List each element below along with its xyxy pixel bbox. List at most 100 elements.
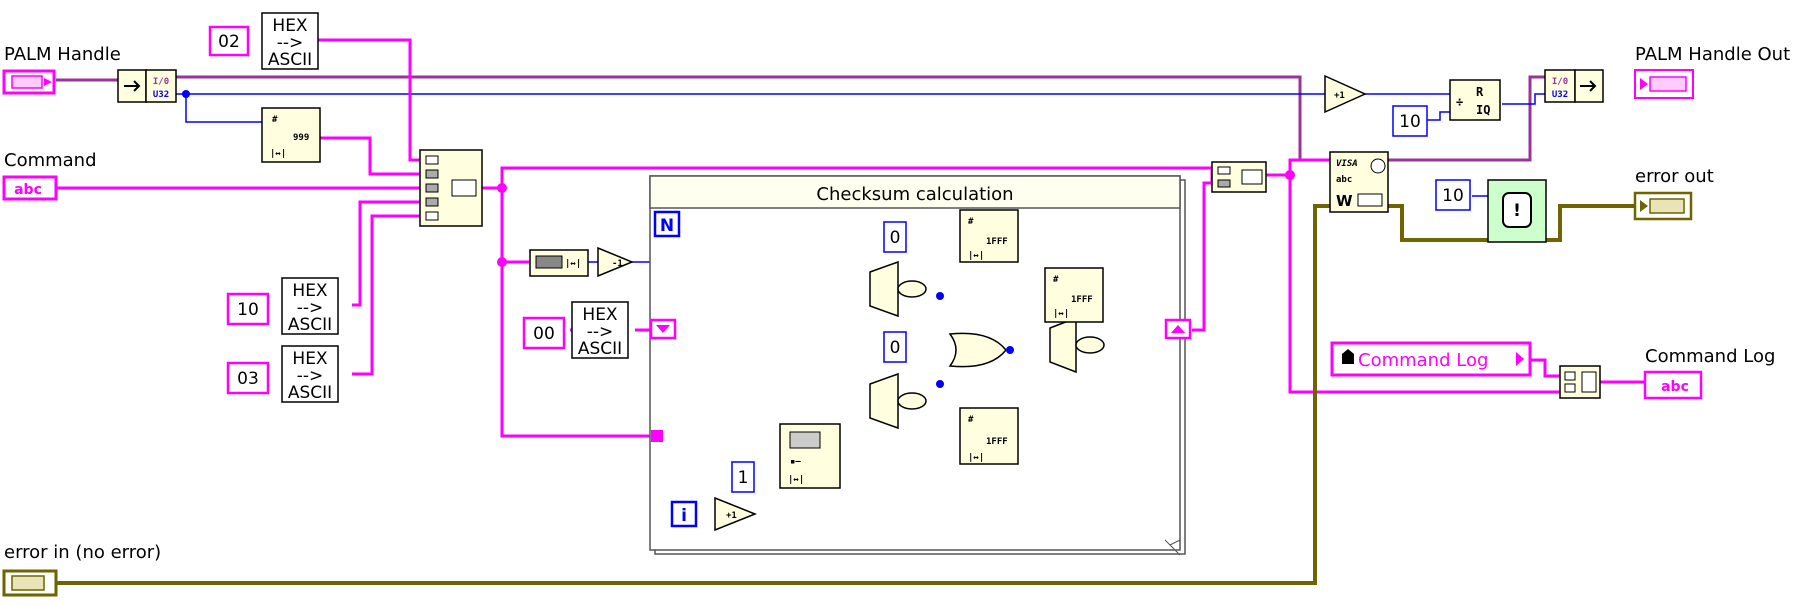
visa-write[interactable]: VISA abc W <box>1329 151 1389 213</box>
string-length[interactable]: |↔| <box>529 249 589 277</box>
svg-text:1FFF: 1FFF <box>1071 295 1093 305</box>
refnum-wire-top[interactable] <box>156 75 1330 162</box>
log-wire[interactable] <box>1288 175 1560 394</box>
handle-increment[interactable]: +1 <box>1324 74 1367 114</box>
log-node-wire[interactable] <box>1530 358 1560 378</box>
svg-text:HEX: HEX <box>272 16 308 36</box>
shift-register-left[interactable] <box>649 318 677 340</box>
concat-down-wire[interactable] <box>500 188 655 438</box>
svg-text:0: 0 <box>890 228 901 248</box>
checksum-for-loop[interactable]: Checksum calculation N i <box>649 175 1192 556</box>
hex-to-ascii-02[interactable]: HEX --> ASCII <box>261 12 319 70</box>
loop-tunnel[interactable] <box>651 430 663 442</box>
palm-handle-out-indicator[interactable]: PALM Handle Out <box>1634 44 1790 99</box>
format-1fff-bottom[interactable]: # 1FFF |↔| <box>959 407 1019 465</box>
error-mid-wire[interactable] <box>1388 204 1488 242</box>
svg-text:IQ: IQ <box>1476 103 1490 117</box>
error-out-wire[interactable] <box>1545 204 1635 242</box>
type-cast-bottom[interactable] <box>869 372 927 430</box>
concatenate-strings[interactable] <box>419 149 483 227</box>
command-log-indicator[interactable]: Command Log abc <box>1643 346 1775 400</box>
handle-property-node-out[interactable]: I/0 U32 <box>1544 69 1604 103</box>
svg-text:02: 02 <box>218 32 240 52</box>
hex-to-ascii-00[interactable]: HEX --> ASCII <box>571 301 629 359</box>
palm-handle-label: PALM Handle <box>4 44 121 65</box>
const-00[interactable]: 00 <box>522 316 566 350</box>
hex-to-ascii-10[interactable]: HEX --> ASCII <box>281 277 339 335</box>
error-in-label: error in (no error) <box>4 542 161 563</box>
error-in-control[interactable]: error in (no error) <box>2 542 161 597</box>
format-number-999[interactable]: # 999 |↔| <box>261 107 321 163</box>
xor-gate[interactable] <box>948 332 1014 368</box>
const-1[interactable]: 1 <box>731 461 755 493</box>
handle-property-node[interactable]: I/0 U32 <box>117 69 177 103</box>
svg-text:N: N <box>660 216 674 236</box>
format-1fff-mid[interactable]: # 1FFF |↔| <box>1044 267 1104 323</box>
hex03-wire[interactable] <box>352 214 420 376</box>
svg-text:+1: +1 <box>726 511 737 521</box>
format999-wire[interactable] <box>320 136 420 176</box>
svg-text:!: ! <box>1513 201 1521 221</box>
svg-text:|↔|: |↔| <box>270 149 286 159</box>
const-10-wait[interactable]: 10 <box>1435 179 1471 211</box>
divide-out-wire[interactable] <box>1502 93 1545 105</box>
command-log-label: Command Log <box>1645 346 1775 367</box>
command-log-property-node[interactable]: Command Log <box>1330 341 1532 377</box>
error-in-wire[interactable] <box>56 204 1332 585</box>
const-03[interactable]: 03 <box>226 361 270 395</box>
const-02[interactable]: 02 <box>208 25 250 57</box>
svg-text:I/0: I/0 <box>1552 77 1568 87</box>
refnum-wire-out[interactable] <box>1385 75 1545 162</box>
string-subset[interactable]: ▪— |↔| <box>779 423 841 489</box>
svg-text:Command Log: Command Log <box>1358 350 1488 371</box>
junctions <box>182 90 1295 388</box>
decrement[interactable]: -1 <box>597 246 634 278</box>
clock-icon <box>1370 158 1386 174</box>
svg-text:-->: --> <box>297 366 324 386</box>
hex02-wire[interactable] <box>318 38 420 162</box>
junction <box>1006 346 1014 354</box>
const-0-top[interactable]: 0 <box>883 221 907 253</box>
hex-to-ascii-03[interactable]: HEX --> ASCII <box>281 345 339 403</box>
type-cast-out[interactable] <box>1049 316 1105 374</box>
watch-icon <box>1502 192 1532 228</box>
ten-to-divide[interactable] <box>1420 111 1452 121</box>
handle-to-format-wire[interactable] <box>185 94 262 123</box>
svg-text:R: R <box>1476 85 1484 99</box>
hex10-wire[interactable] <box>352 200 420 307</box>
loop-index-terminal[interactable]: i <box>670 500 698 528</box>
arrow-right-icon <box>1580 80 1597 92</box>
loop-count-terminal[interactable]: N <box>653 210 681 238</box>
const-0-bottom[interactable]: 0 <box>883 331 907 363</box>
sr-out-wire[interactable] <box>1192 181 1212 332</box>
svg-text:ASCII: ASCII <box>288 383 332 403</box>
type-cast-top[interactable] <box>869 260 927 318</box>
concat-slots <box>425 155 477 221</box>
svg-text:-->: --> <box>277 33 304 53</box>
svg-text:-->: --> <box>297 298 324 318</box>
svg-text:VISA: VISA <box>1336 159 1358 169</box>
svg-text:I/0: I/0 <box>153 77 169 87</box>
svg-text:i: i <box>681 506 687 526</box>
error-out-indicator[interactable]: error out <box>1633 166 1714 221</box>
svg-text:|↔|: |↔| <box>968 453 984 463</box>
shift-register-right[interactable] <box>1164 318 1192 340</box>
loop-corner <box>1164 539 1181 556</box>
svg-text:10: 10 <box>1442 186 1464 206</box>
svg-text:-->: --> <box>587 322 614 342</box>
palm-handle-control[interactable]: PALM Handle <box>2 44 121 95</box>
const-10-divide[interactable]: 10 <box>1392 105 1428 137</box>
svg-text:999: 999 <box>293 133 309 143</box>
concat2-out-wire[interactable] <box>1266 158 1330 177</box>
wait-ms[interactable]: ! <box>1487 179 1547 243</box>
command-control[interactable]: Command abc <box>2 150 97 201</box>
loop-title-bar <box>649 175 1181 209</box>
quotient-remainder[interactable]: R IQ ÷ <box>1449 79 1501 121</box>
concatenate-two[interactable] <box>1211 161 1267 193</box>
const-10-hex[interactable]: 10 <box>226 292 270 326</box>
build-array[interactable] <box>1559 365 1601 399</box>
svg-text:abc: abc <box>1336 175 1352 185</box>
increment[interactable]: +1 <box>714 496 758 532</box>
format-1fff-top[interactable]: # 1FFF |↔| <box>959 209 1019 263</box>
svg-text:+1: +1 <box>1334 91 1345 101</box>
